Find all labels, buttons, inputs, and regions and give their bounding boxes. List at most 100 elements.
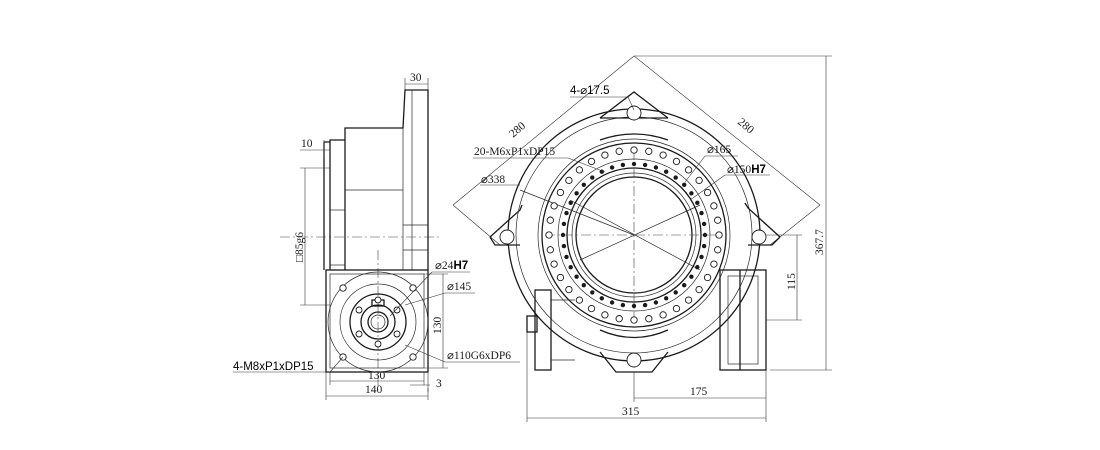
tapped-hole bbox=[672, 157, 681, 166]
outer-hole-ring bbox=[545, 146, 723, 324]
inner-hole bbox=[574, 274, 579, 279]
tapped-hole bbox=[550, 202, 558, 210]
inner-hole bbox=[695, 200, 700, 205]
inner-hole bbox=[581, 283, 586, 288]
dim-total-width-label: 315 bbox=[622, 406, 640, 418]
svg-text:⌀24H7: ⌀24H7 bbox=[435, 260, 468, 272]
inner-hole bbox=[689, 274, 694, 279]
tapped-hole bbox=[587, 304, 596, 313]
inner-hole bbox=[699, 254, 704, 260]
dim-pcd-label: ⌀145 bbox=[447, 281, 471, 293]
dim-diag-left-label: 280 bbox=[507, 120, 528, 140]
dim-motor-height-label: 115 bbox=[786, 273, 798, 290]
dim-spigot-label: ⌀110G6xDP6 bbox=[447, 350, 511, 362]
tapped-hole bbox=[703, 273, 712, 282]
inner-hole bbox=[590, 175, 595, 180]
tapped-hole bbox=[715, 231, 723, 239]
front-view: 4-⌀17.5 280 280 20-M6xP1xDP15 ⌀165 ⌀150H… bbox=[452, 55, 832, 422]
dim-inner-width-label: 130 bbox=[368, 370, 386, 382]
tapped-hole bbox=[575, 166, 584, 174]
tapped-hole bbox=[645, 147, 653, 155]
inner-hole bbox=[609, 300, 615, 305]
dim-bore-front-prefix: ⌀150 bbox=[727, 164, 751, 176]
dim-outer-dia: ⌀338 bbox=[480, 174, 520, 186]
inner-hole bbox=[561, 243, 567, 249]
tapped-hole bbox=[601, 311, 609, 319]
tapped-hole bbox=[672, 304, 681, 313]
dim-bore: ⌀24H7 bbox=[389, 260, 470, 317]
tapped-hole bbox=[546, 216, 554, 224]
tapped-hole bbox=[615, 315, 623, 323]
inner-hole bbox=[568, 200, 573, 205]
inner-hole bbox=[564, 210, 569, 216]
dim-bolt-holes-label: 4-M8xP1xDP15 bbox=[233, 361, 314, 373]
inner-hole bbox=[581, 182, 586, 187]
tapped-hole bbox=[703, 188, 712, 197]
tapped-hole bbox=[710, 202, 718, 210]
dim-height: 130 bbox=[424, 273, 448, 369]
dim-outer-width: 140 bbox=[325, 372, 429, 400]
inner-hole bbox=[682, 182, 687, 187]
tapped-hole bbox=[710, 260, 718, 268]
tapped-hole bbox=[556, 273, 565, 282]
tapped-hole bbox=[556, 188, 565, 197]
dim-diag-right-label: 280 bbox=[735, 116, 756, 136]
inner-hole bbox=[599, 296, 604, 301]
tapped-hole bbox=[714, 216, 722, 224]
inner-hole bbox=[653, 165, 659, 170]
inner-hole bbox=[590, 290, 595, 295]
side-motor-flange bbox=[325, 269, 429, 373]
inner-hole bbox=[631, 303, 637, 309]
dim-total-height-label: 367.7 bbox=[814, 229, 826, 255]
front-motor-left bbox=[526, 289, 575, 371]
inner-hole bbox=[689, 191, 694, 196]
tapped-hole bbox=[615, 147, 623, 155]
inner-hole bbox=[664, 169, 669, 174]
inner-hole bbox=[673, 175, 678, 180]
dim-pcd-inner-label: ⌀165 bbox=[707, 144, 731, 156]
dim-height-label: 130 bbox=[432, 317, 444, 335]
tapped-hole bbox=[659, 311, 667, 319]
dim-bore-front: ⌀150H7 bbox=[689, 164, 770, 201]
dim-offset-label: 3 bbox=[436, 378, 442, 390]
inner-hole bbox=[631, 161, 637, 167]
dim-motor-offset-label: 175 bbox=[690, 386, 708, 398]
inner-hole bbox=[620, 302, 626, 308]
tapped-hole bbox=[645, 315, 653, 323]
tapped-hole bbox=[630, 146, 638, 154]
front-housing bbox=[489, 91, 781, 373]
inner-hole bbox=[564, 254, 569, 260]
tapped-hole bbox=[684, 166, 693, 174]
inner-hole bbox=[642, 302, 648, 308]
inner-hole bbox=[653, 300, 659, 305]
inner-hole-ring bbox=[560, 161, 708, 309]
dim-bore-prefix: ⌀24 bbox=[435, 260, 454, 272]
inner-hole bbox=[574, 191, 579, 196]
inner-hole bbox=[664, 296, 669, 301]
dim-outer-dia-label: ⌀338 bbox=[481, 174, 505, 186]
svg-text:4-⌀17.5: 4-⌀17.5 bbox=[570, 85, 610, 97]
inner-hole bbox=[701, 243, 707, 249]
dim-bore-fit: H7 bbox=[453, 260, 468, 272]
dim-inner-width: 130 bbox=[329, 370, 425, 385]
tapped-hole bbox=[587, 157, 596, 166]
side-housing bbox=[323, 89, 429, 270]
dim-flange-label: 10 bbox=[301, 138, 313, 150]
inner-hole bbox=[673, 290, 678, 295]
svg-text:⌀150H7: ⌀150H7 bbox=[727, 164, 766, 176]
inner-hole bbox=[561, 221, 567, 227]
dim-total-height: 367.7 bbox=[634, 55, 832, 371]
tapped-hole bbox=[695, 285, 703, 294]
dim-mount-holes-label: 4-⌀17.5 bbox=[570, 85, 610, 97]
dim-offset: 3 bbox=[410, 372, 442, 392]
inner-hole bbox=[620, 162, 626, 168]
inner-hole bbox=[560, 232, 566, 238]
tapped-hole bbox=[565, 176, 573, 185]
dim-motor-offset: 175 bbox=[633, 370, 767, 402]
dim-tapped-holes-label: 20-M6xP1xDP15 bbox=[474, 146, 555, 158]
tapped-hole bbox=[550, 260, 558, 268]
tapped-hole bbox=[601, 151, 609, 159]
inner-hole bbox=[695, 265, 700, 270]
dim-shaft-square: □85g6 bbox=[294, 167, 330, 306]
